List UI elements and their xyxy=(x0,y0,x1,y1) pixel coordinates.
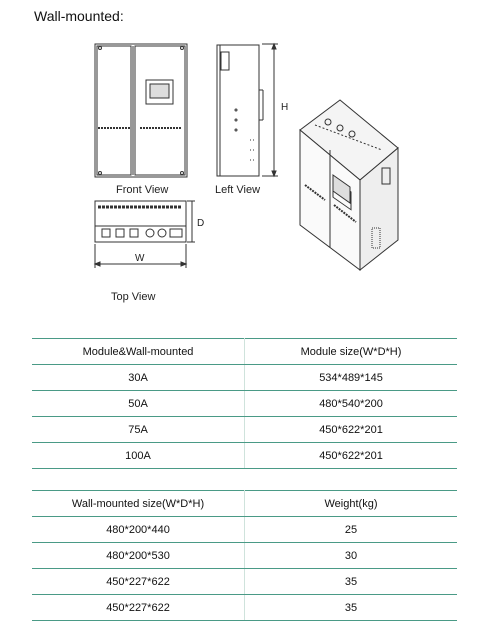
table-cell: 450*622*201 xyxy=(244,442,457,469)
table-cell: 480*200*530 xyxy=(32,542,245,569)
module-size-table: Module&Wall-mounted Module size(W*D*H) 3… xyxy=(32,338,457,469)
weight-table: Wall-mounted size(W*D*H) Weight(kg) 480*… xyxy=(32,490,457,621)
table-row: 480*200*530 30 xyxy=(32,542,457,569)
table-header-cell: Module size(W*D*H) xyxy=(244,338,457,365)
width-label: W xyxy=(135,253,145,264)
table-row: 30A 534*489*145 xyxy=(32,364,457,391)
table-header-cell: Weight(kg) xyxy=(244,490,457,517)
front-view-caption: Front View xyxy=(116,184,169,196)
table-header-row: Module&Wall-mounted Module size(W*D*H) xyxy=(32,338,457,365)
table-cell: 450*227*622 xyxy=(32,568,245,595)
height-label: H xyxy=(281,102,289,113)
table-row: 100A 450*622*201 xyxy=(32,442,457,469)
depth-label: D xyxy=(197,218,205,229)
table-row: 75A 450*622*201 xyxy=(32,416,457,443)
left-view-drawing xyxy=(216,42,278,178)
table-header-row: Wall-mounted size(W*D*H) Weight(kg) xyxy=(32,490,457,517)
table-cell: 30A xyxy=(32,364,245,391)
section-heading: Wall-mounted: xyxy=(34,8,124,24)
table-cell: 30 xyxy=(244,542,457,569)
table-cell: 450*622*201 xyxy=(244,416,457,443)
top-view-caption: Top View xyxy=(111,291,156,303)
table-cell: 75A xyxy=(32,416,245,443)
cabinet-drawings xyxy=(93,42,399,272)
table-row: 450*227*622 35 xyxy=(32,568,457,595)
front-view-drawing xyxy=(94,43,188,178)
isometric-view-drawing xyxy=(299,99,399,272)
table-cell: 480*540*200 xyxy=(244,390,457,417)
table-cell: 534*489*145 xyxy=(244,364,457,391)
top-view-drawing xyxy=(93,200,195,268)
left-view-caption: Left View xyxy=(215,184,261,196)
table-header-cell: Wall-mounted size(W*D*H) xyxy=(32,490,245,517)
table-cell: 450*227*622 xyxy=(32,594,245,621)
table-row: 480*200*440 25 xyxy=(32,516,457,543)
table-row: 50A 480*540*200 xyxy=(32,390,457,417)
table-cell: 35 xyxy=(244,568,457,595)
table-cell: 25 xyxy=(244,516,457,543)
table-row: 450*227*622 35 xyxy=(32,594,457,621)
table-cell: 480*200*440 xyxy=(32,516,245,543)
table-cell: 50A xyxy=(32,390,245,417)
table-cell: 35 xyxy=(244,594,457,621)
table-header-cell: Module&Wall-mounted xyxy=(32,338,245,365)
table-cell: 100A xyxy=(32,442,245,469)
